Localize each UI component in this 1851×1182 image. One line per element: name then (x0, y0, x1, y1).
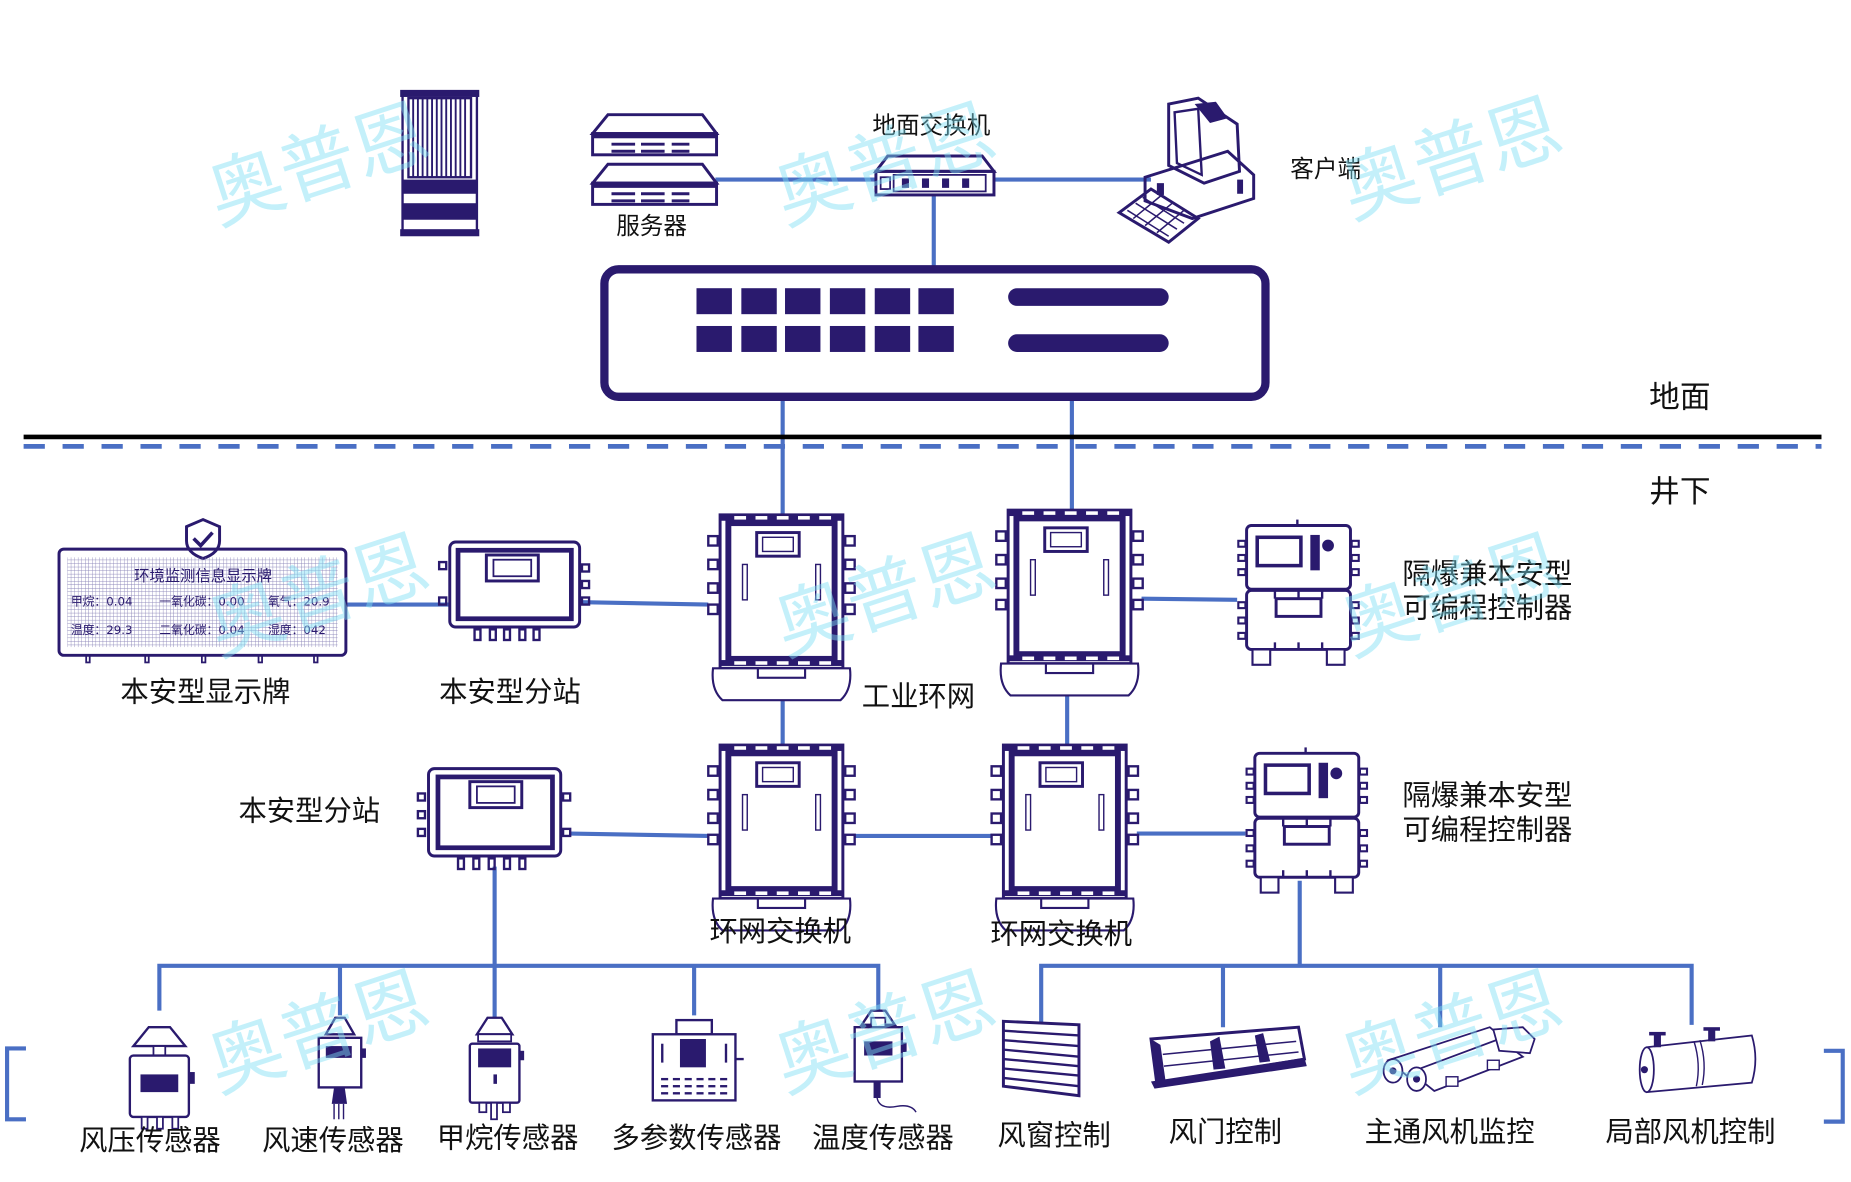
temperature-sensor-icon[interactable] (853, 1009, 917, 1113)
watermark: 奥普恩 (1330, 82, 1573, 236)
multi-parameter-sensor-icon[interactable] (651, 1018, 744, 1102)
sensor-bus (157, 963, 881, 1011)
control-bus (1039, 963, 1694, 1025)
board-value-oxygen: 氧气：20.9 (268, 595, 330, 609)
board-value-co: 一氧化碳：0.00 (159, 595, 244, 609)
core-switch-icon[interactable] (600, 265, 1270, 401)
substation-2-label: 本安型分站 (238, 795, 380, 828)
local-fan-icon[interactable] (1638, 1027, 1757, 1094)
plc-1-label-line1: 隔爆兼本安型 (1402, 557, 1572, 590)
shield-check-icon (185, 517, 222, 561)
ring-switch-4-label: 环网交换机 (990, 917, 1132, 950)
wind-speed-sensor-icon[interactable] (317, 1016, 366, 1120)
board-value-humidity: 湿度：042 (268, 623, 326, 637)
plc-1-label-line2: 可编程控制器 (1402, 592, 1572, 625)
server-rack-icon[interactable] (400, 89, 480, 237)
plc-2-label-line2: 可编程控制器 (1402, 813, 1572, 846)
left-bracket (5, 1046, 26, 1122)
zone-divider: 地面 井下 (23, 380, 1822, 510)
substation-1-icon[interactable] (437, 540, 591, 642)
substation-1-label: 本安型分站 (439, 675, 581, 708)
board-value-temperature: 温度：29.3 (71, 623, 133, 637)
sensor-label-wind-speed: 风速传感器 (262, 1124, 404, 1157)
client-computer-icon[interactable] (1116, 96, 1256, 244)
core-switch-slot-top (1008, 288, 1169, 306)
zone-label-underground: 井下 (1649, 475, 1710, 510)
main-fan-icon[interactable] (1382, 1026, 1536, 1092)
sensor-label-methane: 甲烷传感器 (437, 1122, 579, 1155)
wind-pressure-sensor-icon[interactable] (128, 1026, 195, 1130)
watermark: 奥普恩 (763, 956, 1006, 1110)
substation-2-icon[interactable] (416, 767, 572, 871)
control-label-air-window: 风窗控制 (998, 1119, 1111, 1152)
board-screen-title: 环境监测信息显示牌 (134, 567, 272, 585)
zone-label-surface: 地面 (1649, 380, 1710, 415)
watermark: 奥普恩 (1330, 519, 1573, 673)
watermark: 奥普恩 (197, 519, 440, 673)
server-icon[interactable] (589, 113, 720, 206)
methane-sensor-icon[interactable] (468, 1016, 525, 1121)
sensor-label-temperature: 温度传感器 (812, 1122, 954, 1155)
client-label: 客户端 (1290, 155, 1361, 183)
display-board[interactable]: 环境监测信息显示牌 甲烷：0.04 一氧化碳：0.00 氧气：20.9 温度：2… (57, 517, 348, 664)
ring-switch-3-icon[interactable] (708, 745, 854, 930)
control-label-local-fan: 局部风机控制 (1605, 1116, 1775, 1149)
link-sub2-ring3 (570, 831, 709, 839)
air-door-icon[interactable] (1149, 1025, 1307, 1089)
core-switch-slot-bottom (1008, 334, 1169, 352)
link-sub1-ring1 (581, 600, 709, 607)
right-bracket (1823, 1048, 1845, 1124)
server-unit-bottom (589, 162, 720, 206)
control-label-air-door: 风门控制 (1169, 1116, 1282, 1149)
sensor-label-multi-parameter: 多参数传感器 (611, 1122, 781, 1155)
sensor-label-wind-pressure: 风压传感器 (79, 1124, 221, 1157)
control-label-main-fan: 主通风机监控 (1365, 1116, 1535, 1149)
ground-switch-label: 地面交换机 (872, 112, 990, 140)
board-value-co2: 二氧化碳：0.04 (159, 623, 244, 637)
ring-switch-3-label: 环网交换机 (709, 915, 851, 948)
plc-2-label-line1: 隔爆兼本安型 (1402, 779, 1572, 812)
plc-2-icon[interactable] (1244, 745, 1369, 895)
air-window-icon[interactable] (1001, 1019, 1081, 1098)
board-value-methane: 甲烷：0.04 (71, 595, 133, 609)
connection-lines (157, 177, 1694, 1028)
server-label: 服务器 (616, 212, 687, 240)
server-unit-top (589, 113, 720, 157)
ring-network-label: 工业环网 (862, 680, 975, 713)
ground-switch-icon[interactable] (872, 154, 997, 197)
ring-switch-2-icon[interactable] (996, 510, 1142, 695)
ring-switch-4-icon[interactable] (992, 745, 1138, 930)
core-switch-ports (696, 288, 954, 352)
led-grid (67, 557, 338, 648)
display-board-label: 本安型显示牌 (120, 675, 290, 708)
link-ring2-plc1 (1141, 596, 1238, 602)
